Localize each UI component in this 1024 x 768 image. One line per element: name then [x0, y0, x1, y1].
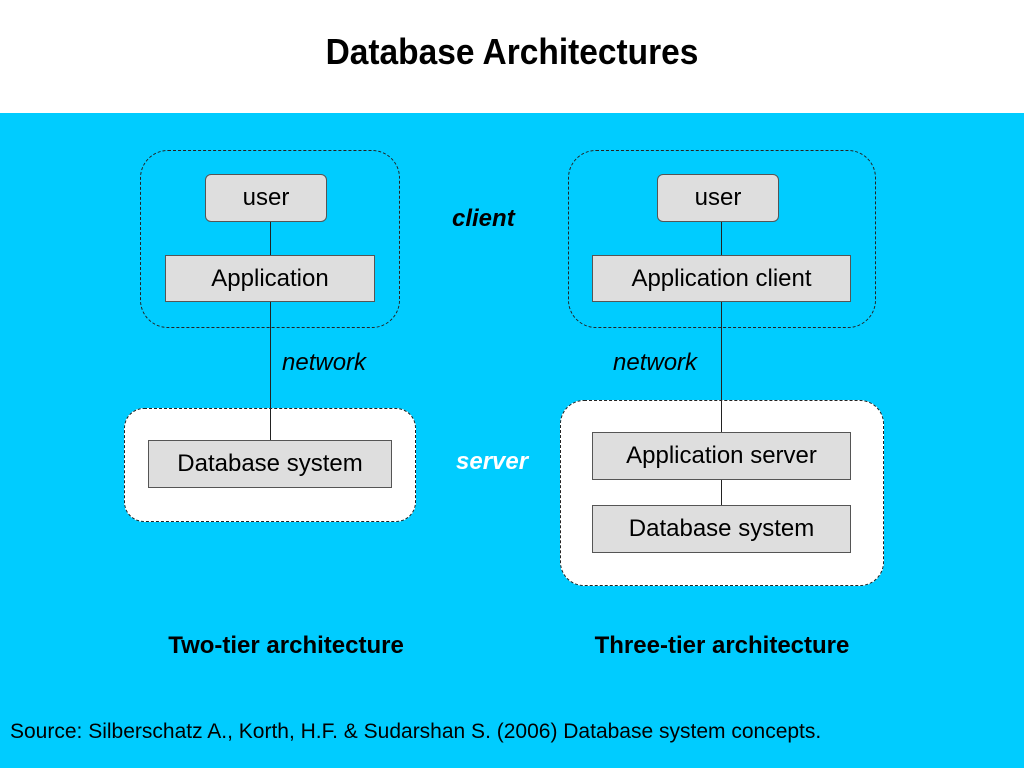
three-tier-user-app-connector — [721, 222, 722, 255]
two-tier-user-node: user — [205, 174, 327, 222]
two-tier-network-connector — [270, 302, 271, 440]
source-citation: Source: Silberschatz A., Korth, H.F. & S… — [10, 720, 822, 743]
two-tier-database-node: Database system — [148, 440, 392, 488]
three-tier-network-connector — [721, 302, 722, 432]
three-tier-database-node: Database system — [592, 505, 851, 553]
three-tier-network-label: network — [613, 349, 698, 376]
three-tier-application-server-node: Application server — [592, 432, 851, 480]
two-tier-network-label: network — [282, 349, 367, 376]
server-tier-label: server — [456, 448, 529, 475]
three-tier-user-node: user — [657, 174, 779, 222]
three-tier-application-client-node: Application client — [592, 255, 851, 302]
title-band: Database Architectures — [0, 0, 1024, 113]
three-tier-caption: Three-tier architecture — [594, 632, 850, 659]
client-tier-label: client — [452, 205, 515, 232]
slide-title: Database Architectures — [325, 31, 699, 72]
three-tier-server-group — [560, 400, 884, 586]
two-tier-application-node: Application — [165, 255, 375, 302]
three-tier-client-group — [568, 150, 876, 328]
three-tier-server-db-connector — [721, 480, 722, 505]
two-tier-user-app-connector — [270, 222, 271, 255]
two-tier-caption: Two-tier architecture — [168, 632, 404, 659]
